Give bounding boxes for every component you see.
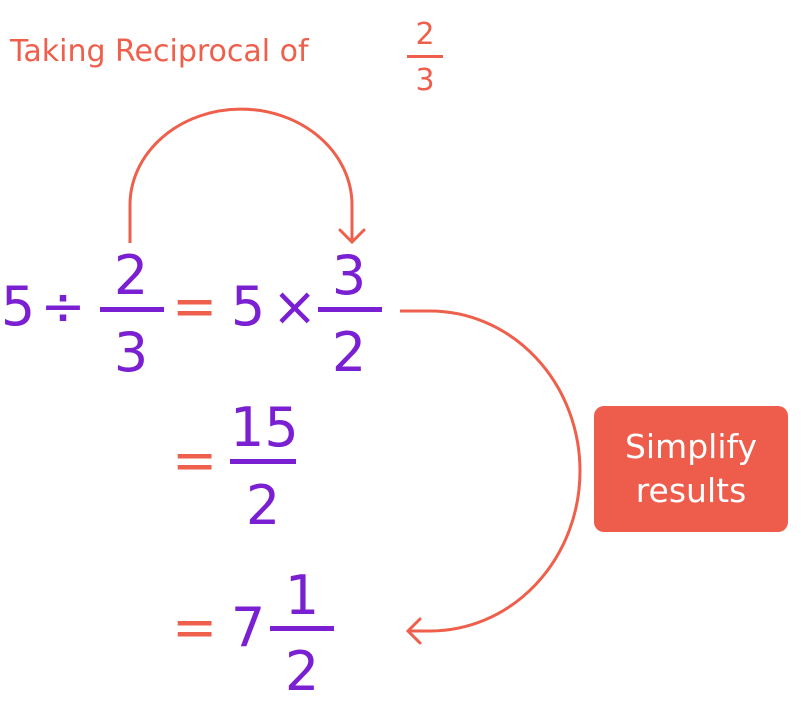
line1-fraction-denominator: 3 — [113, 321, 149, 384]
divide-sign: ÷ — [40, 275, 86, 338]
line1-fraction-numerator: 2 — [113, 244, 149, 307]
line3-fraction-denominator: 2 — [284, 640, 320, 703]
line1-fraction-bar — [100, 307, 164, 312]
line3-fraction-numerator: 1 — [284, 564, 320, 627]
title-fraction-bar — [407, 55, 443, 58]
line1-fraction2-bar — [318, 307, 382, 312]
line3-fraction-bar — [270, 626, 334, 631]
reciprocal-arrow — [128, 107, 354, 243]
line2-fraction-bar — [230, 459, 296, 464]
badge-line2: results — [635, 471, 747, 510]
badge-line1: Simplify — [624, 427, 758, 466]
line2-fraction-numerator: 15 — [230, 396, 299, 459]
line2-fraction-denominator: 2 — [245, 474, 281, 537]
title-fraction-numerator: 2 — [415, 17, 435, 52]
line1-fraction2-numerator: 3 — [331, 244, 367, 307]
line3-whole: 7 — [230, 596, 266, 659]
line1-whole: 5 — [0, 275, 36, 338]
diagram-title: Taking Reciprocal of — [10, 34, 309, 69]
times-sign: × — [272, 275, 318, 338]
line1-equals-sign: = — [172, 275, 218, 338]
line1-fraction2-denominator: 2 — [331, 321, 367, 384]
simplify-arrowhead — [405, 617, 422, 645]
line1-whole2: 5 — [230, 275, 266, 338]
simplify-arrow — [400, 309, 582, 633]
reciprocal-arrowhead — [338, 228, 366, 245]
title-fraction-denominator: 3 — [415, 63, 435, 98]
line2-equals-sign: = — [172, 429, 218, 492]
simplify-results-badge: Simplify results — [594, 406, 788, 532]
line3-equals-sign: = — [172, 596, 218, 659]
